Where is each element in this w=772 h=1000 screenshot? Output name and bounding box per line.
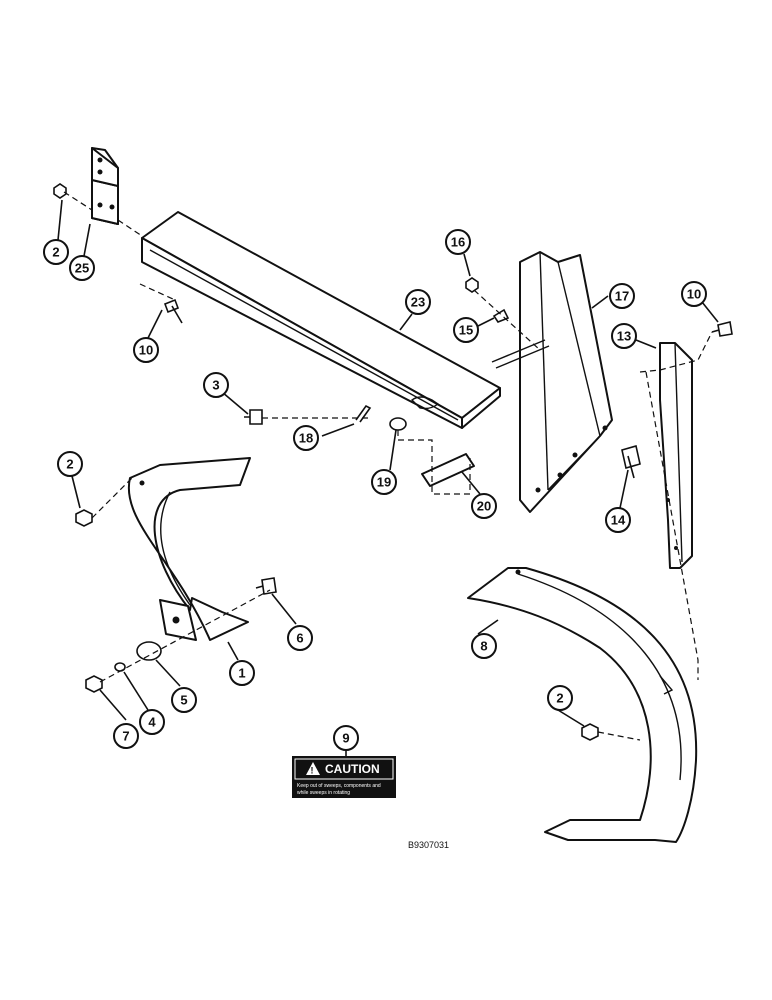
callout-16: 16 bbox=[445, 229, 471, 255]
warning-triangle-icon bbox=[306, 762, 320, 775]
callout-10-left: 10 bbox=[133, 337, 159, 363]
callout-13: 13 bbox=[611, 323, 637, 349]
svg-text:3: 3 bbox=[212, 378, 219, 393]
washer-19 bbox=[389, 417, 407, 431]
svg-text:17: 17 bbox=[615, 289, 629, 304]
nut-7 bbox=[85, 675, 103, 693]
svg-text:7: 7 bbox=[122, 729, 129, 744]
curved-shank-part bbox=[127, 457, 251, 641]
svg-text:5: 5 bbox=[180, 693, 187, 708]
svg-text:13: 13 bbox=[617, 329, 631, 344]
bolt-6 bbox=[255, 577, 277, 595]
svg-text:15: 15 bbox=[459, 323, 473, 338]
caution-decal: ! CAUTION Keep out of sweeps, components… bbox=[292, 756, 396, 798]
channel-bar-part bbox=[141, 211, 501, 429]
washer-5 bbox=[136, 641, 162, 661]
clip-pin-15 bbox=[492, 308, 510, 323]
svg-text:23: 23 bbox=[411, 295, 425, 310]
callout-2-top: 2 bbox=[43, 239, 69, 265]
cotter-pin-18 bbox=[355, 404, 372, 423]
callout-14: 14 bbox=[605, 507, 631, 533]
lock-washer-4 bbox=[114, 662, 126, 672]
svg-text:!: ! bbox=[311, 766, 314, 776]
callout-6: 6 bbox=[287, 625, 313, 651]
callout-5: 5 bbox=[171, 687, 197, 713]
narrow-strap-part bbox=[659, 342, 693, 569]
svg-text:2: 2 bbox=[66, 457, 73, 472]
carriage-bolt-14 bbox=[621, 444, 641, 479]
callout-25: 25 bbox=[69, 255, 95, 281]
svg-text:9: 9 bbox=[342, 731, 349, 746]
svg-text:10: 10 bbox=[687, 287, 701, 302]
callout-10-right: 10 bbox=[681, 281, 707, 307]
svg-text:4: 4 bbox=[148, 715, 156, 730]
caution-title: CAUTION bbox=[325, 762, 380, 776]
callout-7: 7 bbox=[113, 723, 139, 749]
callout-23: 23 bbox=[405, 289, 431, 315]
bolt-10-left bbox=[163, 298, 183, 324]
callout-2-left: 2 bbox=[57, 451, 83, 477]
caution-text-line-2: while sweeps in rotating bbox=[297, 790, 350, 796]
svg-text:10: 10 bbox=[139, 343, 153, 358]
svg-text:20: 20 bbox=[477, 499, 491, 514]
svg-text:2: 2 bbox=[556, 691, 563, 706]
triangular-plate-part bbox=[519, 251, 613, 513]
svg-text:6: 6 bbox=[296, 631, 303, 646]
nut-2-right bbox=[581, 723, 599, 741]
hardware-items bbox=[53, 183, 733, 741]
callout-18: 18 bbox=[293, 425, 319, 451]
nut-16 bbox=[465, 277, 479, 293]
callout-15: 15 bbox=[453, 317, 479, 343]
svg-text:25: 25 bbox=[75, 261, 89, 276]
caution-text-line-1: Keep out of sweeps, components and bbox=[297, 783, 381, 789]
bolt-3 bbox=[244, 409, 263, 425]
callout-20: 20 bbox=[471, 493, 497, 519]
callout-17: 17 bbox=[609, 283, 635, 309]
callout-3: 3 bbox=[203, 372, 229, 398]
angle-bracket-part bbox=[91, 147, 119, 225]
svg-text:2: 2 bbox=[52, 245, 59, 260]
svg-text:19: 19 bbox=[377, 475, 391, 490]
callout-9: 9 bbox=[333, 725, 359, 751]
svg-text:14: 14 bbox=[611, 513, 626, 528]
nut-2-left bbox=[75, 509, 93, 527]
assembly-lines bbox=[63, 191, 713, 741]
svg-text:8: 8 bbox=[480, 639, 487, 654]
bolt-10-right bbox=[711, 321, 733, 337]
large-curved-shank-part bbox=[467, 567, 698, 843]
nut-2-top bbox=[53, 183, 67, 199]
callout-4: 4 bbox=[139, 709, 165, 735]
svg-text:1: 1 bbox=[238, 666, 245, 681]
callout-19: 19 bbox=[371, 469, 397, 495]
svg-text:16: 16 bbox=[451, 235, 465, 250]
figure-reference-code: B9307031 bbox=[408, 840, 449, 850]
callout-2-right: 2 bbox=[547, 685, 573, 711]
pin-20 bbox=[421, 453, 475, 487]
svg-text:18: 18 bbox=[299, 431, 313, 446]
callout-1: 1 bbox=[229, 660, 255, 686]
callout-8: 8 bbox=[471, 633, 497, 659]
